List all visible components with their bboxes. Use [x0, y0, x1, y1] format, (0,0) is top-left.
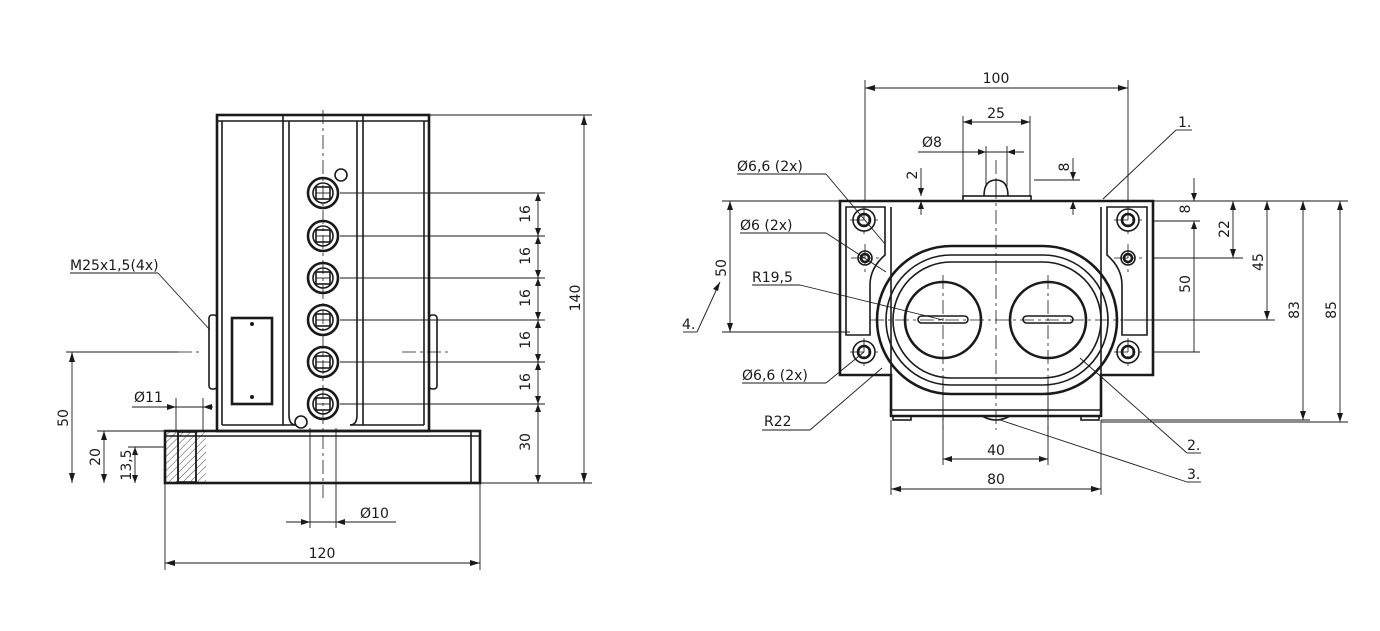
stack-button [306, 261, 340, 295]
dim-hole-diameter: Ø10 [360, 506, 389, 522]
dim-left-height: 50 [714, 259, 730, 277]
base-plate [163, 429, 482, 485]
callout-2: 2. [1187, 438, 1200, 454]
dim-button-spacing: 40 [987, 443, 1005, 459]
mount-hole [1114, 338, 1142, 366]
dim-mount-hole-3: Ø6,6 (2x) [742, 368, 808, 384]
stack-button [306, 387, 340, 421]
dim-slot-height: 50 [1178, 275, 1194, 293]
dim-arrow [535, 362, 541, 370]
callout-4: 4. [682, 317, 695, 333]
dim-thread: M25x1,5(4x) [70, 258, 159, 274]
front-view: 100 25 Ø8 2 8 8 [682, 71, 1348, 495]
dim-base-height: 20 [88, 448, 104, 466]
side-view: 16 16 16 16 16 30 140 50 20 13,5 [56, 110, 592, 570]
stack-button [306, 303, 340, 337]
mount-hole [1114, 206, 1142, 234]
dim-total-width: 120 [309, 546, 336, 562]
button-stack [306, 176, 340, 421]
dim-height-83: 83 [1287, 301, 1303, 319]
dim-pitch-1: 16 [518, 205, 534, 223]
dim-arrow [535, 396, 541, 404]
dim-arrow [535, 404, 541, 412]
dim-arrow [535, 354, 541, 362]
dim-pitch-3: 16 [518, 289, 534, 307]
small-hole-top [334, 168, 348, 182]
dim-small-offset: 2 [905, 171, 921, 180]
dim-pitch-4: 16 [518, 331, 534, 349]
dim-inner-offset: 22 [1217, 220, 1233, 238]
stack-button [306, 219, 340, 253]
body-outline [838, 199, 1155, 418]
dim-thread-depth: 13,5 [119, 449, 135, 480]
top-ridge [962, 195, 1032, 202]
dim-pitch-2: 16 [518, 247, 534, 265]
small-hole-bottom [294, 415, 308, 429]
dim-arrow [535, 475, 541, 483]
dim-inner-height: 45 [1251, 253, 1267, 271]
callout-1: 1. [1178, 115, 1191, 131]
dim-arrow [535, 278, 541, 286]
dim-hole-spacing: 100 [983, 71, 1010, 87]
dim-arrow [535, 228, 541, 236]
stack-button [306, 345, 340, 379]
dim-arrow [535, 312, 541, 320]
dim-bottom-offset: 30 [518, 433, 534, 451]
dim-total-height: 140 [568, 285, 584, 312]
stack-button [306, 176, 340, 210]
label-plate [230, 316, 274, 406]
dim-height-85: 85 [1324, 301, 1340, 319]
dim-axis-height: 50 [56, 409, 72, 427]
dim-slot-width: 25 [987, 106, 1005, 122]
dim-mount-hole-1: Ø6,6 (2x) [737, 159, 803, 175]
gland-left [208, 314, 218, 390]
dim-arrow [535, 320, 541, 328]
dim-body-width: 80 [987, 472, 1005, 488]
dim-pin-height: 8 [1057, 163, 1073, 172]
dim-arrow [535, 193, 541, 201]
dim-bore-diameter: Ø11 [134, 390, 163, 406]
dim-arrow [535, 270, 541, 278]
callout-3: 3. [1187, 467, 1200, 483]
dim-pin-diameter: Ø8 [922, 135, 942, 151]
mount-hole [850, 206, 878, 234]
dim-arrow [535, 236, 541, 244]
dim-radius-inner: R22 [764, 414, 792, 430]
dim-mount-hole-2: Ø6 (2x) [740, 218, 793, 234]
thread-section [166, 432, 206, 482]
dim-pitch-5: 16 [518, 373, 534, 391]
dim-radius-outer: R19,5 [752, 270, 793, 286]
dim-top-offset: 8 [1178, 205, 1194, 214]
mount-hole [1114, 244, 1142, 272]
pitch-dimensions [340, 192, 545, 484]
